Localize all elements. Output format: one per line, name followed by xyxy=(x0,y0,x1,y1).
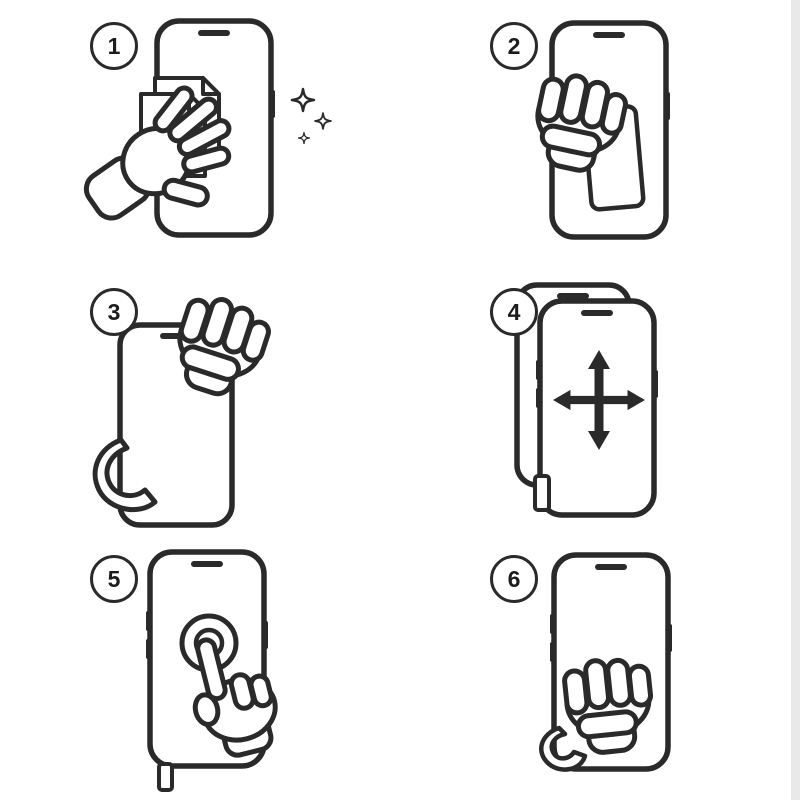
sparkles-icon xyxy=(290,87,332,145)
step-number: 4 xyxy=(507,298,521,325)
step-number: 2 xyxy=(507,32,521,59)
backing-film-curl-icon xyxy=(92,437,158,512)
cloth-curl-icon xyxy=(539,725,588,772)
step-2-illustration-peel-film xyxy=(459,8,759,258)
step-4-panel: 4 xyxy=(400,266,800,533)
step-3-panel: 3 xyxy=(0,266,400,533)
step-1-panel: 1 xyxy=(0,0,400,266)
step-1-illustration-clean-screen xyxy=(59,8,332,258)
page-edge-strip xyxy=(791,0,800,800)
step-number-badge: 3 xyxy=(90,288,138,336)
step-number-badge: 1 xyxy=(90,22,138,70)
pull-tab-icon xyxy=(533,473,551,512)
step-4-illustration-align-protector xyxy=(459,270,759,530)
pull-tab-icon xyxy=(157,761,174,792)
step-number: 3 xyxy=(107,298,121,325)
step-number-badge: 4 xyxy=(490,288,538,336)
step-6-illustration-smooth-out xyxy=(539,542,759,772)
step-2-panel: 2 xyxy=(400,0,800,266)
step-number: 6 xyxy=(507,565,521,592)
step-5-illustration-press-center xyxy=(59,537,359,792)
step-6-panel: 6 xyxy=(400,533,800,800)
step-3-illustration-apply-protector xyxy=(92,270,359,530)
step-number-badge: 5 xyxy=(90,555,138,603)
step-number: 1 xyxy=(107,32,121,59)
step-5-panel: 5 xyxy=(0,533,400,800)
step-number: 5 xyxy=(107,565,121,592)
step-number-badge: 6 xyxy=(490,555,538,603)
step-number-badge: 2 xyxy=(490,22,538,70)
